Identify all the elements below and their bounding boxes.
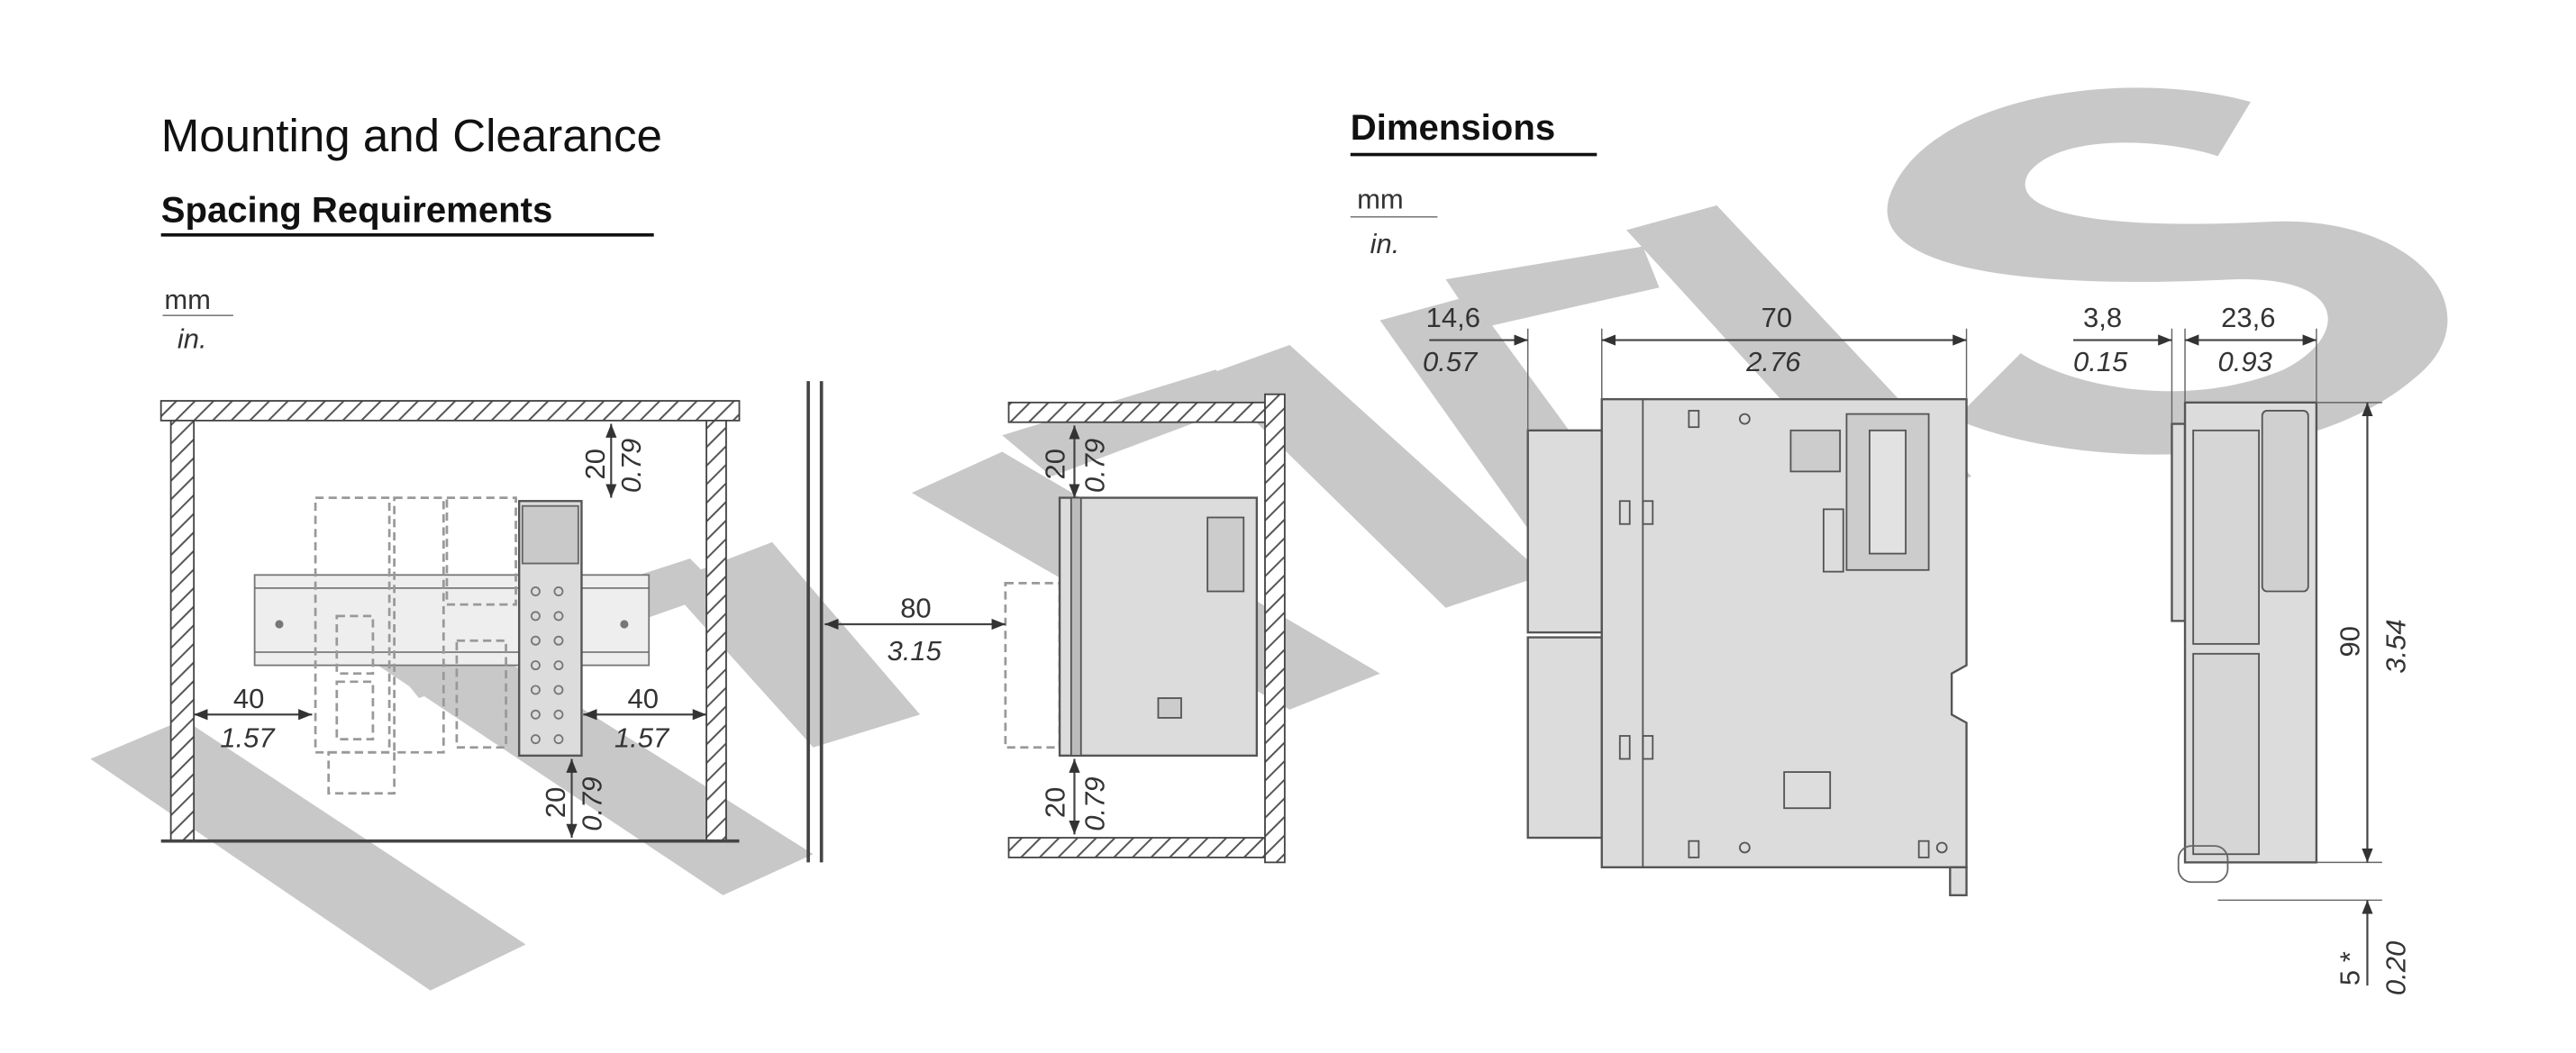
unit-legend-right: mm in.: [1350, 184, 1438, 259]
top-clearance-mm: 20: [579, 449, 611, 479]
rail-offset-mm: 5 *: [2334, 951, 2365, 985]
unit-mm: mm: [1357, 184, 1404, 215]
height-in: 3.54: [2380, 619, 2411, 673]
side-bottom-clearance-mm: 20: [1040, 787, 1071, 818]
side-view-enclosure: [806, 381, 1286, 864]
section-title: Mounting and Clearance: [161, 110, 662, 161]
rail-offset-in: 0.20: [2380, 941, 2411, 995]
width-in: 2.76: [1745, 346, 1801, 377]
side-top-clearance-mm: 20: [1040, 449, 1071, 479]
side-bottom-clearance-in: 0.79: [1079, 776, 1110, 831]
controller-side-dimension-view: [2073, 328, 2382, 986]
spacing-heading: Spacing Requirements: [161, 190, 553, 230]
unit-legend-left: mm in.: [162, 284, 233, 355]
unit-in: in.: [177, 323, 207, 355]
clip-depth-mm: 3,8: [2083, 302, 2122, 333]
top-clearance-in: 0.79: [615, 439, 647, 493]
connector-depth-mm: 14,6: [1426, 302, 1480, 333]
front-view-enclosure: [159, 400, 741, 843]
controller-front-dimension-view: [1429, 328, 1968, 897]
front-clearance-mm: 80: [900, 593, 931, 624]
side-top-clearance-in: 0.79: [1079, 439, 1110, 493]
unit-mm: mm: [164, 284, 211, 315]
depth-in: 0.93: [2218, 346, 2272, 377]
connector-depth-in: 0.57: [1423, 346, 1479, 377]
bottom-clearance-mm: 20: [540, 787, 571, 818]
bottom-clearance-in: 0.79: [576, 776, 607, 831]
depth-mm: 23,6: [2221, 302, 2275, 333]
unit-in: in.: [1370, 228, 1400, 259]
clip-depth-in: 0.15: [2073, 346, 2128, 377]
left-clearance-in: 1.57: [220, 722, 276, 754]
left-clearance-mm: 40: [233, 683, 264, 714]
right-clearance-in: 1.57: [614, 722, 670, 754]
front-clearance-in: 3.15: [887, 635, 942, 667]
right-clearance-mm: 40: [628, 683, 659, 714]
width-mm: 70: [1761, 302, 1792, 333]
height-mm: 90: [2334, 626, 2365, 657]
dimensions-heading: Dimensions: [1351, 108, 1555, 148]
